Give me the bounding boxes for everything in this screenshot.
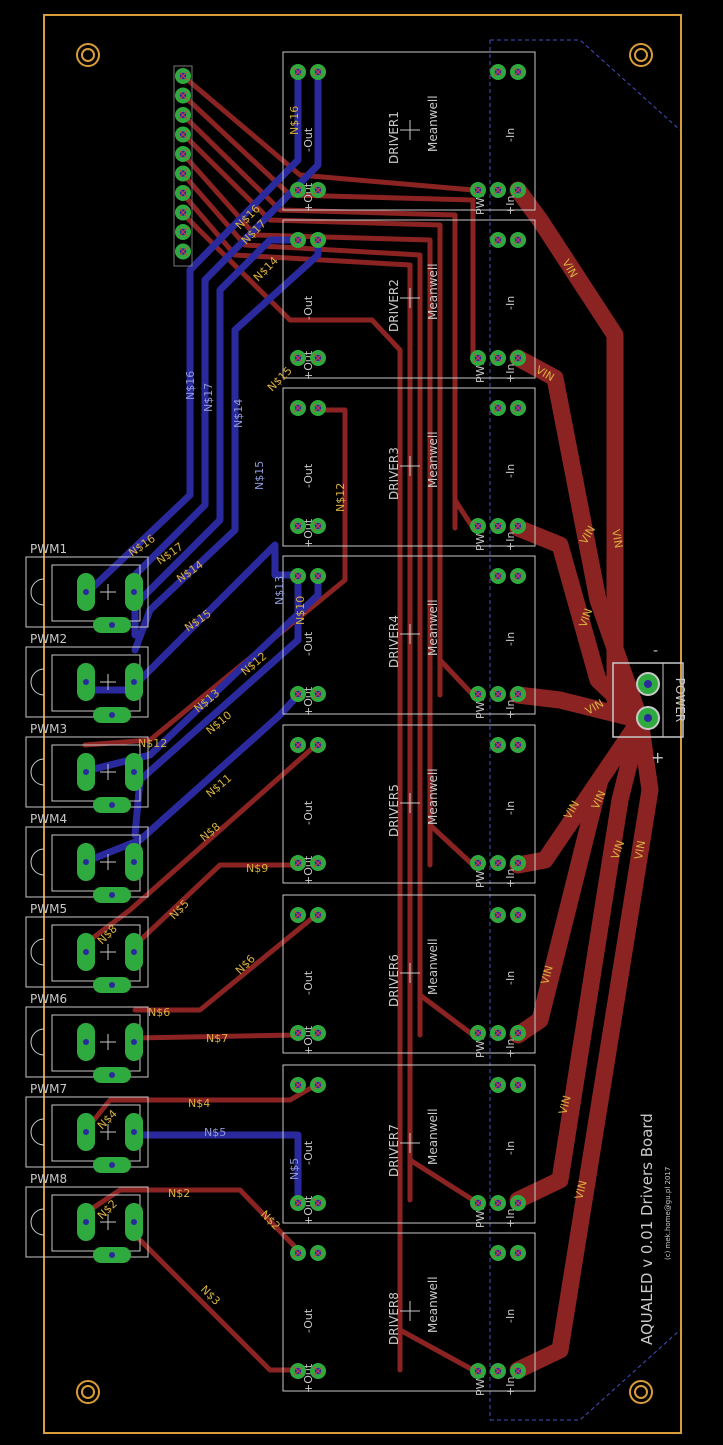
driver-pin-label: +In [504, 700, 517, 719]
driver-pin-label: -Out [302, 631, 315, 656]
net-label-vin: VIN [609, 839, 628, 861]
driver-name: DRIVER2 [387, 279, 401, 332]
pwm-connector-6: PWM6 [25, 992, 149, 1083]
net-label: N$17 [202, 383, 215, 412]
driver-maker: Meanwell [426, 431, 440, 488]
driver-maker: Meanwell [426, 1276, 440, 1333]
pwm-connector-1: PWM1 [25, 542, 149, 633]
pwm-label: PWM3 [30, 722, 67, 736]
net-label: N$7 [206, 1032, 228, 1045]
driver-pin-label: +In [504, 1039, 517, 1058]
driver-name: DRIVER6 [387, 954, 401, 1007]
driver-pin-label: -Out [302, 295, 315, 320]
top-signal-traces [82, 73, 476, 1373]
pwm-label: PWM4 [30, 812, 67, 826]
net-label-vin: VIN [609, 528, 625, 549]
driver-pin-label: -Out [302, 127, 315, 152]
driver-name: DRIVER8 [387, 1292, 401, 1345]
net-label: N$10 [294, 596, 307, 625]
driver-maker: Meanwell [426, 263, 440, 320]
power-connector: POWER - + [612, 643, 687, 767]
net-label: N$13 [273, 576, 286, 605]
net-label: N$2 [168, 1187, 190, 1200]
pwm-label: PWM5 [30, 902, 67, 916]
board-title: AQUALED v 0.01 Drivers Board [638, 1113, 656, 1345]
driver-pin-label: -Out [302, 1308, 315, 1333]
pwm-connector-2: PWM2 [25, 632, 149, 723]
net-label: N$9 [246, 862, 268, 875]
net-label-vin: VIN [577, 607, 596, 629]
driver-pin-label: -Out [302, 800, 315, 825]
driver-pin-label: -In [504, 464, 517, 478]
net-label: N$12 [138, 737, 167, 750]
driver-pin-label: -In [504, 1141, 517, 1155]
driver-pin-label: -In [504, 128, 517, 142]
driver-maker: Meanwell [426, 938, 440, 995]
net-label: N$5 [288, 1158, 301, 1180]
driver-pin-label: -In [504, 632, 517, 646]
driver-pin-label: +In [504, 1377, 517, 1396]
pwm-connector-8: PWM8 [25, 1172, 149, 1263]
driver-name: DRIVER4 [387, 615, 401, 668]
net-label: N$14 [232, 399, 245, 428]
board-credit: (c) mek.home@gu.pl 2017 [664, 1167, 672, 1260]
mounting-hole-icon [76, 43, 653, 1404]
driver-pin-label: -In [504, 296, 517, 310]
net-label-vin: VIN [538, 964, 555, 986]
driver-pin-label: +In [504, 1209, 517, 1228]
power-plus: + [651, 748, 664, 767]
net-label: N$6 [148, 1006, 170, 1019]
net-label: N$16 [184, 371, 197, 400]
driver-pin-label: +In [504, 196, 517, 215]
driver-maker: Meanwell [426, 599, 440, 656]
board-outline [43, 14, 682, 1434]
power-label: POWER [673, 678, 687, 722]
net-label: N$5 [204, 1126, 226, 1139]
pwm-label: PWM7 [30, 1082, 67, 1096]
pwm-connector-5: PWM5 [25, 902, 149, 993]
driver-pin-label: -In [504, 971, 517, 985]
driver-pin-label: +In [504, 869, 517, 888]
pwm-label: PWM2 [30, 632, 67, 646]
header-pins [173, 65, 193, 267]
driver-maker: Meanwell [426, 1108, 440, 1165]
net-label-vin: VIN [572, 1179, 589, 1201]
pwm-label: PWM8 [30, 1172, 67, 1186]
power-minus: - [653, 643, 658, 659]
driver-name: DRIVER3 [387, 447, 401, 500]
net-label: N$4 [188, 1097, 210, 1110]
driver-pin-label: +In [504, 532, 517, 551]
driver-pin-label: -Out [302, 1140, 315, 1165]
net-label: N$15 [253, 461, 266, 490]
driver-pin-label: -In [504, 1309, 517, 1323]
pwm-label: PWM1 [30, 542, 67, 556]
pwm-connector-4: PWM4 [25, 812, 149, 903]
pads [175, 64, 526, 1379]
driver-pin-label: +In [504, 364, 517, 383]
driver-pin-label: -Out [302, 970, 315, 995]
driver-maker: Meanwell [426, 768, 440, 825]
net-label: N$12 [334, 483, 347, 512]
driver-pin-label: -Out [302, 463, 315, 488]
net-label-vin: VIN [632, 840, 648, 861]
driver-name: DRIVER7 [387, 1124, 401, 1177]
driver-maker: Meanwell [426, 95, 440, 152]
keepout-outline [490, 39, 681, 131]
driver-name: DRIVER5 [387, 784, 401, 837]
net-label-vin: VIN [556, 1094, 573, 1116]
pwm-connector-7: PWM7 [25, 1082, 149, 1173]
pwm-connector-3: PWM3 [25, 722, 149, 813]
pwm-label: PWM6 [30, 992, 67, 1006]
driver-pin-label: -In [504, 801, 517, 815]
net-label: N$16 [288, 106, 301, 135]
driver-name: DRIVER1 [387, 111, 401, 164]
